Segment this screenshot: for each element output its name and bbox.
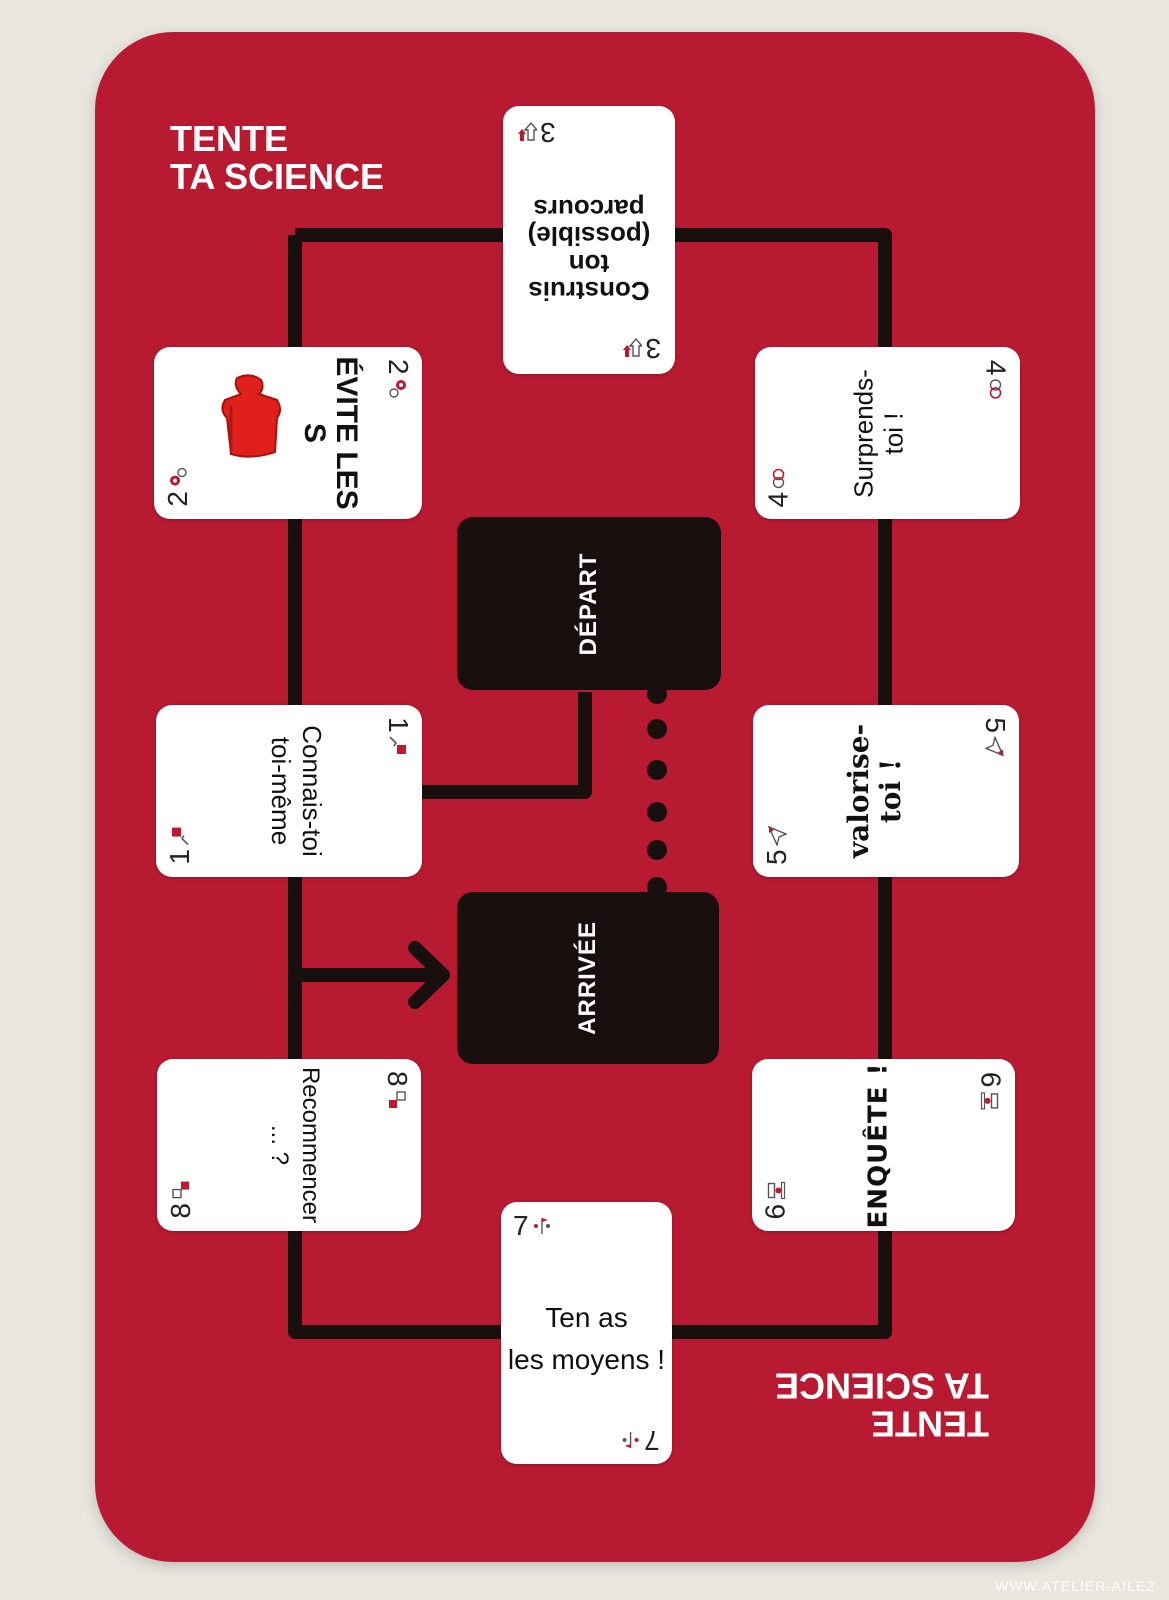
card-number: 3: [645, 333, 661, 364]
puzzle-icon: [387, 1090, 407, 1110]
faces-icon: [769, 469, 789, 489]
arrows-down-icon: [622, 338, 643, 358]
card-number: 8: [165, 1203, 196, 1219]
arrival-arrowhead: [408, 941, 450, 1009]
card-recommencer[interactable]: 8 Recommencer ... ? 8: [157, 1059, 421, 1231]
paper-plane-icon: [985, 735, 1005, 756]
card-number: 1: [383, 717, 414, 733]
detective-icon: [766, 1181, 786, 1201]
card-valorise[interactable]: 5 valorise- toi ! 5: [753, 705, 1019, 877]
card-label: Connais-toi toi-même: [265, 725, 327, 857]
arrivee-label: ARRIVÉE: [574, 921, 601, 1035]
track-start-connector: [420, 692, 592, 799]
dot: [647, 802, 667, 822]
card-number: 5: [761, 849, 792, 865]
gears-icon: [388, 378, 408, 398]
card-number: 3: [540, 117, 556, 148]
card-label: Ten as les moyens !: [507, 1302, 666, 1375]
depart-box[interactable]: DÉPART: [457, 517, 721, 690]
watermark: WWW.ATELIER-AILE2: [995, 1578, 1155, 1594]
card-number: 8: [382, 1071, 413, 1087]
card-label: ÉVITE LES S: [298, 356, 364, 510]
card-connais[interactable]: 1 Connais-toi toi-même 1: [156, 705, 422, 877]
card-label: ENQUÊTE !: [863, 1062, 894, 1229]
gears-icon: [168, 468, 188, 488]
card-number: 6: [975, 1071, 1007, 1088]
faces-icon: [986, 378, 1006, 398]
arrivee-box[interactable]: ARRIVÉE: [457, 892, 719, 1064]
card-number: 2: [383, 359, 414, 375]
card-number: 1: [164, 849, 195, 865]
card-number: 6: [759, 1203, 791, 1220]
game-board: TENTE TA SCIENCE TENTE TA SCIENCE DÉPART…: [95, 32, 1095, 1562]
depart-label: DÉPART: [575, 552, 602, 655]
dot: [647, 760, 667, 780]
arrows-down-icon: [517, 122, 537, 142]
board-title-top: TENTE TA SCIENCE: [170, 118, 385, 197]
card-number: 5: [980, 717, 1011, 733]
flag-people-icon: [532, 1216, 552, 1236]
card-number: 2: [162, 491, 193, 507]
card-label: Construis ton (possible) parcours: [527, 194, 651, 306]
player-pawn[interactable]: [217, 372, 285, 460]
puzzle-hand-icon: [170, 826, 190, 846]
card-surprends[interactable]: 4 Surprends- toi ! 4: [755, 347, 1020, 519]
card-label: valorise- toi !: [842, 723, 908, 859]
card-label: Recommencer ... ?: [265, 1066, 324, 1224]
card-label: Surprends- toi !: [848, 369, 909, 498]
detective-icon: [980, 1090, 1001, 1110]
card-construis[interactable]: 3 Construis ton (possible) parcours 3: [503, 106, 675, 374]
dot: [647, 719, 667, 739]
card-moyens[interactable]: 7 Ten as les moyens ! 7: [501, 1202, 672, 1464]
card-number: 4: [980, 359, 1012, 376]
paper-plane-icon: [767, 826, 787, 847]
puzzle-hand-icon: [388, 736, 408, 756]
puzzle-icon: [171, 1180, 191, 1200]
dot: [647, 840, 667, 860]
card-enquete[interactable]: 6 ENQUÊTE ! 6: [752, 1059, 1015, 1231]
flag-people-icon: [621, 1430, 641, 1450]
card-evite[interactable]: 2 ÉVITE LES S 2: [154, 347, 422, 519]
card-number: 7: [644, 1425, 660, 1456]
track-loop: [288, 228, 892, 1339]
card-number: 7: [513, 1210, 529, 1241]
card-number: 4: [762, 491, 794, 508]
